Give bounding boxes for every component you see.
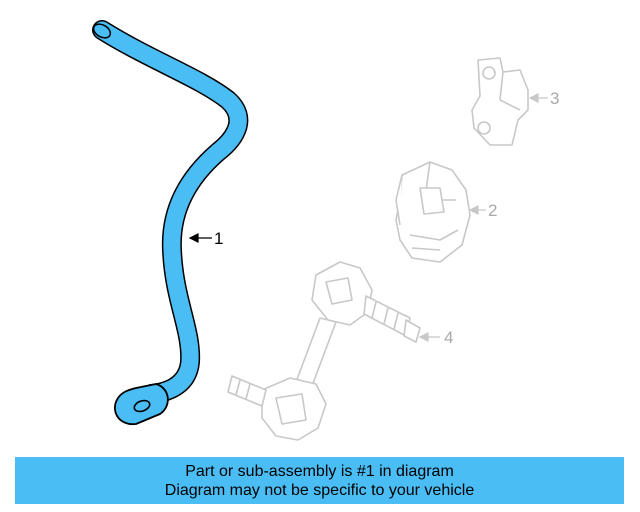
part-4-stabilizer-link (227, 261, 421, 441)
stabilizer-bar-eye-hole (133, 399, 151, 413)
part-3-bracket (471, 57, 529, 146)
caption-line-1: Part or sub-assembly is #1 in diagram (185, 462, 454, 480)
callout-leader-1 (188, 233, 212, 243)
callout-3: 3 (550, 89, 559, 108)
diagram-caption: Part or sub-assembly is #1 in diagram Di… (15, 457, 624, 504)
callout-1: 1 (214, 229, 223, 248)
part-2-bushing (395, 161, 471, 263)
stabilizer-bar-end (92, 23, 112, 39)
parts-diagram: 3 2 4 (92, 20, 559, 441)
stabilizer-bar-fill (93, 21, 247, 403)
callout-4: 4 (444, 328, 453, 347)
callout-2: 2 (488, 201, 497, 220)
caption-line-2: Diagram may not be specific to your vehi… (164, 481, 475, 499)
callout-leader-3 (528, 93, 548, 103)
callout-leader-2 (468, 205, 486, 215)
callout-leader-4 (418, 332, 440, 342)
part-1-stabilizer-bar (92, 20, 249, 425)
